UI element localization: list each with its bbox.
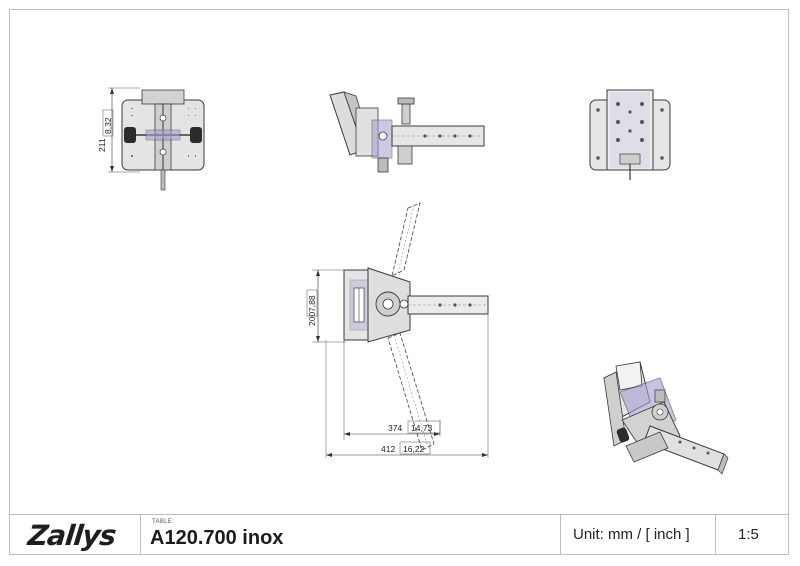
table-caption: TABLE:: [152, 519, 175, 525]
plan-height-mm: 200: [307, 312, 317, 326]
front-height-mm: 211: [97, 138, 107, 152]
plan-length-outer-mm: 412: [381, 444, 395, 454]
part-number: A120.700 inox: [150, 527, 284, 549]
front-height-in: 8,32: [103, 117, 113, 134]
plan-length-inner-mm: 374: [388, 423, 402, 433]
front-left-bumper: [124, 127, 136, 143]
title-block-divider: [140, 515, 141, 555]
plan-length-inner-in: 14,73: [411, 423, 433, 433]
plan-length-outer-in: 16,22: [403, 444, 425, 454]
front-right-bumper: [190, 127, 202, 143]
rear-view: [589, 89, 671, 180]
unit-label: Unit: mm / [ inch ]: [573, 526, 690, 543]
plan-height-in: 7,88: [307, 295, 317, 312]
title-block: Zallys TABLE: A120.700 inox Unit: mm / […: [10, 514, 788, 555]
plan-arm-lower-swing: [387, 332, 435, 451]
plan-arm-upper-swing: [391, 202, 421, 277]
front-view: [102, 87, 205, 191]
title-block-divider: [560, 515, 561, 555]
title-block-divider: [715, 515, 716, 555]
side-view: [329, 91, 485, 173]
technical-drawing: 211 8,32: [97, 87, 729, 475]
brand-logo: Zallys: [26, 519, 118, 552]
sheet-border: [9, 9, 789, 555]
isometric-view: [603, 361, 729, 475]
front-top-plate: [141, 89, 185, 105]
plan-view: [306, 202, 489, 458]
scale-label: 1:5: [738, 526, 759, 543]
